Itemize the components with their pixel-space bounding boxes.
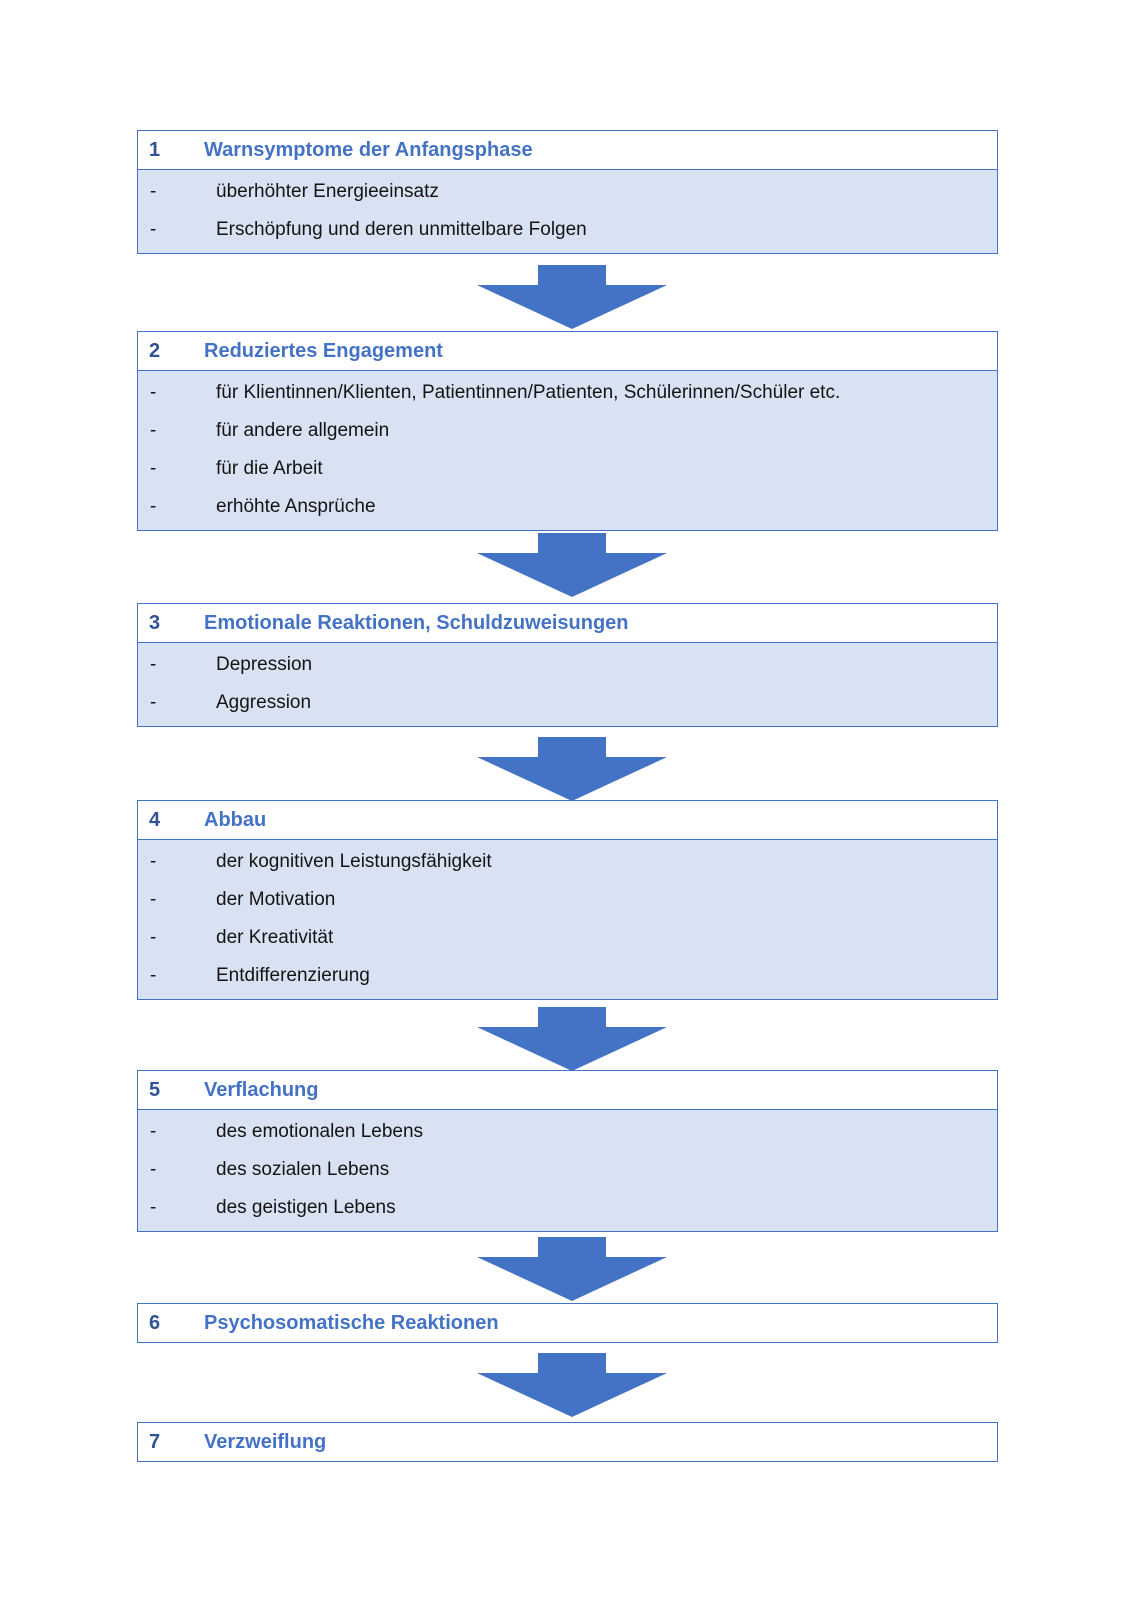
stage-number: 6 xyxy=(149,1311,161,1334)
stage-2-body: - für Klientinnen/Klienten, Patientinnen… xyxy=(138,371,997,530)
list-item: - Depression xyxy=(138,646,997,684)
stage-5-body: - des emotionalen Lebens - des sozialen … xyxy=(138,1110,997,1231)
bullet-dash: - xyxy=(150,181,157,202)
stage-title: Reduziertes Engagement xyxy=(204,339,443,362)
stage-title: Psychosomatische Reaktionen xyxy=(204,1311,499,1334)
stage-title: Verzweiflung xyxy=(204,1430,327,1453)
bullet-dash: - xyxy=(150,654,157,675)
stage-7-header: 7 Verzweiflung xyxy=(138,1423,997,1461)
stage-title: Warnsymptome der Anfangsphase xyxy=(204,138,533,161)
stage-2-header: 2 Reduziertes Engagement xyxy=(138,332,997,371)
bullet-dash: - xyxy=(150,382,157,403)
stage-title: Abbau xyxy=(204,808,267,831)
list-item: - für Klientinnen/Klienten, Patientinnen… xyxy=(138,374,997,412)
list-item: - der kognitiven Leistungsfähigkeit xyxy=(138,843,997,881)
bullet-dash: - xyxy=(150,219,157,240)
stage-1-header: 1 Warnsymptome der Anfangsphase xyxy=(138,131,997,170)
down-arrow xyxy=(477,265,667,329)
stage-number: 2 xyxy=(149,339,161,362)
stage-3-header: 3 Emotionale Reaktionen, Schuldzuweisung… xyxy=(138,604,997,643)
stage-title: Verflachung xyxy=(204,1078,319,1101)
stage-number: 5 xyxy=(149,1078,161,1101)
list-item: - der Motivation xyxy=(138,881,997,919)
list-item-text: Depression xyxy=(216,654,313,675)
list-item-text: des emotionalen Lebens xyxy=(216,1121,424,1142)
bullet-dash: - xyxy=(150,420,157,441)
bullet-dash: - xyxy=(150,889,157,910)
stage-3-body: - Depression - Aggression xyxy=(138,643,997,726)
list-item-text: für die Arbeit xyxy=(216,458,323,479)
bullet-dash: - xyxy=(150,692,157,713)
down-arrow-icon xyxy=(477,1007,667,1071)
list-item: - Entdifferenzierung xyxy=(138,957,997,995)
down-arrow-icon xyxy=(477,265,667,329)
stage-number: 3 xyxy=(149,611,161,634)
stage-4-body: - der kognitiven Leistungsfähigkeit - de… xyxy=(138,840,997,999)
stage-5-header: 5 Verflachung xyxy=(138,1071,997,1110)
list-item: - des geistigen Lebens xyxy=(138,1189,997,1227)
bullet-dash: - xyxy=(150,1197,157,1218)
bullet-dash: - xyxy=(150,1159,157,1180)
stage-title: Emotionale Reaktionen, Schuldzuweisungen xyxy=(204,611,629,634)
list-item-text: der Kreativität xyxy=(216,927,334,948)
bullet-dash: - xyxy=(150,1121,157,1142)
down-arrow xyxy=(477,1007,667,1071)
stage-number: 1 xyxy=(149,138,161,161)
down-arrow xyxy=(477,533,667,597)
down-arrow-icon xyxy=(477,737,667,801)
list-item-text: der kognitiven Leistungsfähigkeit xyxy=(216,851,492,872)
list-item-text: des sozialen Lebens xyxy=(216,1159,390,1180)
list-item: - der Kreativität xyxy=(138,919,997,957)
down-arrow xyxy=(477,1353,667,1417)
list-item: - des emotionalen Lebens xyxy=(138,1113,997,1151)
stage-box-7: 7 Verzweiflung xyxy=(137,1422,998,1462)
down-arrow xyxy=(477,737,667,801)
down-arrow-icon xyxy=(477,1237,667,1301)
stage-box-3: 3 Emotionale Reaktionen, Schuldzuweisung… xyxy=(137,603,998,727)
list-item-text: der Motivation xyxy=(216,889,336,910)
list-item-text: Erschöpfung und deren unmittelbare Folge… xyxy=(216,219,587,240)
bullet-dash: - xyxy=(150,496,157,517)
list-item-text: überhöhter Energieeinsatz xyxy=(216,181,439,202)
stage-box-6: 6 Psychosomatische Reaktionen xyxy=(137,1303,998,1343)
list-item: - für andere allgemein xyxy=(138,412,997,450)
list-item-text: Aggression xyxy=(216,692,312,713)
stage-box-2: 2 Reduziertes Engagement - für Klientinn… xyxy=(137,331,998,531)
list-item-text: für Klientinnen/Klienten, Patientinnen/P… xyxy=(216,382,841,403)
stage-number: 7 xyxy=(149,1430,161,1453)
down-arrow-icon xyxy=(477,533,667,597)
down-arrow xyxy=(477,1237,667,1301)
stage-6-header: 6 Psychosomatische Reaktionen xyxy=(138,1304,997,1342)
stage-4-header: 4 Abbau xyxy=(138,801,997,840)
stage-box-5: 5 Verflachung - des emotionalen Lebens -… xyxy=(137,1070,998,1232)
bullet-dash: - xyxy=(150,927,157,948)
list-item: - für die Arbeit xyxy=(138,450,997,488)
bullet-dash: - xyxy=(150,458,157,479)
down-arrow-icon xyxy=(477,1353,667,1417)
list-item: - erhöhte Ansprüche xyxy=(138,488,997,526)
list-item: - Erschöpfung und deren unmittelbare Fol… xyxy=(138,211,997,249)
list-item-text: Entdifferenzierung xyxy=(216,965,370,986)
list-item: - überhöhter Energieeinsatz xyxy=(138,173,997,211)
list-item-text: des geistigen Lebens xyxy=(216,1197,396,1218)
list-item-text: erhöhte Ansprüche xyxy=(216,496,376,517)
list-item-text: für andere allgemein xyxy=(216,420,390,441)
list-item: - des sozialen Lebens xyxy=(138,1151,997,1189)
stage-number: 4 xyxy=(149,808,161,831)
stage-1-body: - überhöhter Energieeinsatz - Erschöpfun… xyxy=(138,170,997,253)
bullet-dash: - xyxy=(150,851,157,872)
list-item: - Aggression xyxy=(138,684,997,722)
stage-box-1: 1 Warnsymptome der Anfangsphase - überhö… xyxy=(137,130,998,254)
bullet-dash: - xyxy=(150,965,157,986)
stage-box-4: 4 Abbau - der kognitiven Leistungsfähigk… xyxy=(137,800,998,1000)
